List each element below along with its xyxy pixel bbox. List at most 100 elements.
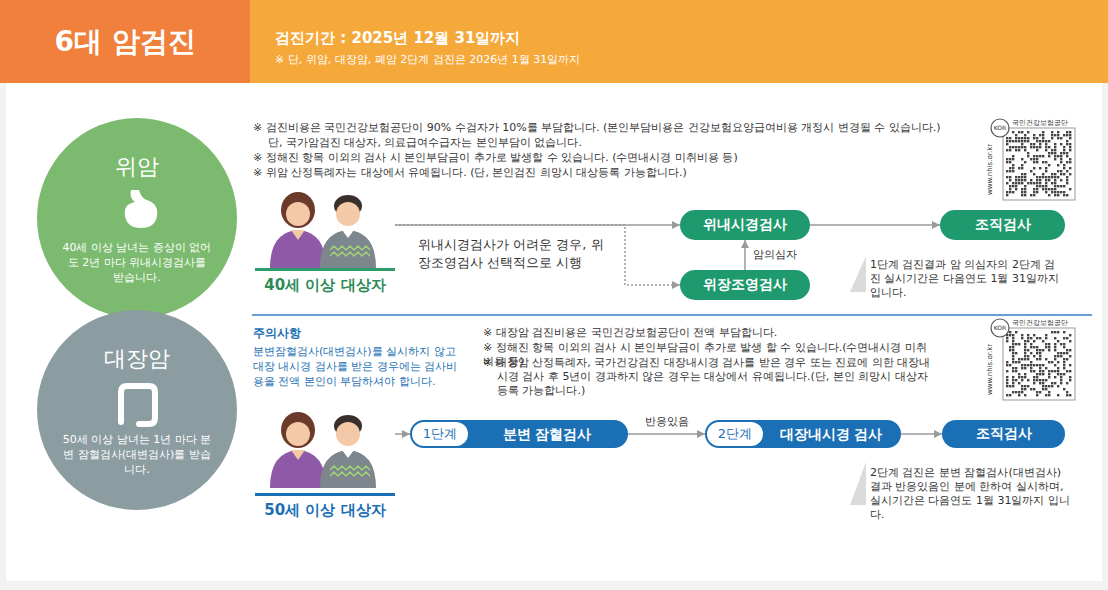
qr-dot <box>1033 173 1035 175</box>
qr-dot <box>1024 364 1026 366</box>
qr-dot <box>1018 394 1020 396</box>
qr-dot <box>1018 149 1020 151</box>
qr-dot <box>1009 158 1011 160</box>
qr-dot <box>1018 382 1020 384</box>
qr-dot <box>1006 382 1008 384</box>
qr-dot <box>1045 188 1047 190</box>
qr-dot <box>1021 164 1023 166</box>
qr-dot <box>1063 361 1065 363</box>
qr-dot <box>1051 331 1053 333</box>
qr-dot <box>1066 337 1068 339</box>
qr-dot <box>1039 179 1041 181</box>
qr-dot <box>1051 182 1053 184</box>
qr-dot <box>1021 191 1023 193</box>
qr-dot <box>1051 137 1053 139</box>
qr-dot <box>1051 176 1053 178</box>
note-text: 국민건강보험공단 <box>1012 119 1082 127</box>
qr-dot <box>1021 388 1023 390</box>
qr-dot <box>1015 137 1017 139</box>
category-title: 위암 <box>37 154 237 180</box>
qr-dot <box>1054 152 1056 154</box>
qr-dot <box>1069 167 1071 169</box>
qr-dot <box>1060 343 1062 345</box>
qr-dot <box>1006 137 1008 139</box>
qr-dot <box>1021 364 1023 366</box>
qr-dot <box>1036 379 1038 381</box>
qr-dot <box>1042 382 1044 384</box>
qr-dot <box>1021 194 1023 196</box>
qr-dot <box>1063 191 1065 193</box>
qr-dot <box>1069 355 1071 357</box>
qr-dot <box>1009 364 1011 366</box>
qr-dot <box>1036 188 1038 190</box>
qr-dot <box>1024 173 1026 175</box>
qr-dot <box>1006 158 1008 160</box>
qr-dot <box>1066 382 1068 384</box>
qr-dot <box>1054 158 1056 160</box>
qr-dot <box>1009 149 1011 151</box>
qr-dot <box>1060 158 1062 160</box>
qr-dot <box>1018 358 1020 360</box>
step-number: 1단계 <box>412 422 468 446</box>
qr-dot <box>1066 140 1068 142</box>
qr-dot <box>1048 346 1050 348</box>
qr-dot <box>1033 146 1035 148</box>
qr-dot <box>1042 188 1044 190</box>
qr-dot <box>1009 385 1011 387</box>
qr-dot <box>1006 182 1008 184</box>
qr-dot <box>1006 143 1008 145</box>
qr-dot <box>1036 185 1038 187</box>
qr-dot <box>1066 370 1068 372</box>
qr-dot <box>1021 146 1023 148</box>
qr-dot <box>1057 131 1059 133</box>
qr-dot <box>1042 134 1044 136</box>
qr-dot <box>1045 337 1047 339</box>
qr-dot <box>1048 155 1050 157</box>
flow-arrow <box>395 433 410 435</box>
qr-dot <box>1024 343 1026 345</box>
qr-dot <box>1027 358 1029 360</box>
qr-dot <box>1045 358 1047 360</box>
qr-dot <box>1051 134 1053 136</box>
qr-dot <box>1009 334 1011 336</box>
qr-dot <box>1039 364 1041 366</box>
qr-dot <box>1006 161 1008 163</box>
qr-dot <box>1042 131 1044 133</box>
qr-dot <box>1057 134 1059 136</box>
qr-dot <box>1006 370 1008 372</box>
qr-dot <box>1054 376 1056 378</box>
qr-dot <box>1066 155 1068 157</box>
qr-dot <box>1057 194 1059 196</box>
people-figure <box>258 188 388 268</box>
flow-arrow <box>395 224 680 226</box>
exam-box: 조직검사 <box>940 210 1065 240</box>
qr-dot <box>1042 370 1044 372</box>
qr-dot <box>1048 179 1050 181</box>
qr-dot <box>1030 364 1032 366</box>
qr-dot <box>1009 394 1011 396</box>
qr-dot <box>1015 367 1017 369</box>
qr-dot <box>1066 143 1068 145</box>
qr-dot <box>1033 382 1035 384</box>
qr-dot <box>1048 349 1050 351</box>
qr-dot <box>1018 179 1020 181</box>
qr-dot <box>1006 176 1008 178</box>
qr-dot <box>1060 376 1062 378</box>
qr-dot <box>1012 170 1014 172</box>
qr-dot <box>1039 355 1041 357</box>
qr-dot <box>1036 161 1038 163</box>
qr-dot <box>1054 143 1056 145</box>
qr-dot <box>1057 176 1059 178</box>
qr-dot <box>1060 179 1062 181</box>
qr-dot <box>1048 385 1050 387</box>
qr-dot <box>1027 364 1029 366</box>
qr-dot <box>1036 352 1038 354</box>
qr-dot <box>1009 331 1011 333</box>
qr-dot <box>1033 158 1035 160</box>
qr-dot <box>1015 146 1017 148</box>
note-text: ※ 검진비용은 국민건강보험공단이 90% 수검자가 10%를 부담합니다. (… <box>253 121 988 135</box>
qr-dot <box>1027 131 1029 133</box>
edge-label: 반응있음 <box>643 415 691 429</box>
qr-dot <box>1030 343 1032 345</box>
qr-dot <box>1063 134 1065 136</box>
